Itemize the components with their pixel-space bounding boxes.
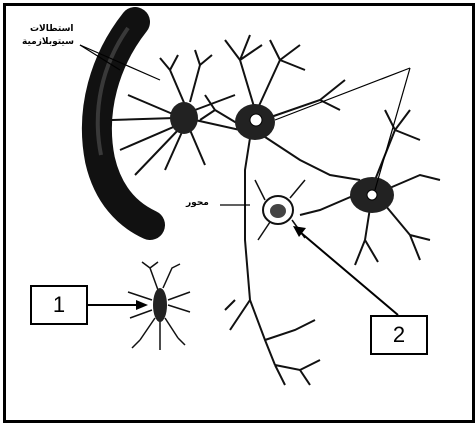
neuron-upper-nucleus: [250, 114, 262, 126]
callout-arrow-1: [88, 300, 148, 310]
label-cytoplasmic-extensions-line2: سيتوبلازمية: [22, 37, 74, 47]
callout-box-1: 1: [30, 285, 88, 325]
astrocyte-body: [170, 102, 198, 134]
blood-vessel: [97, 22, 150, 225]
oligodendrocyte-nucleus: [270, 204, 286, 218]
microglia-body: [153, 288, 167, 322]
label-cytoplasmic-extensions-line1: استطالات: [30, 24, 74, 34]
callout-box-2: 2: [370, 315, 428, 355]
callout-arrow-2: [293, 226, 398, 315]
neuron-right-nucleus: [367, 190, 377, 200]
label-axon: محور: [186, 198, 209, 208]
